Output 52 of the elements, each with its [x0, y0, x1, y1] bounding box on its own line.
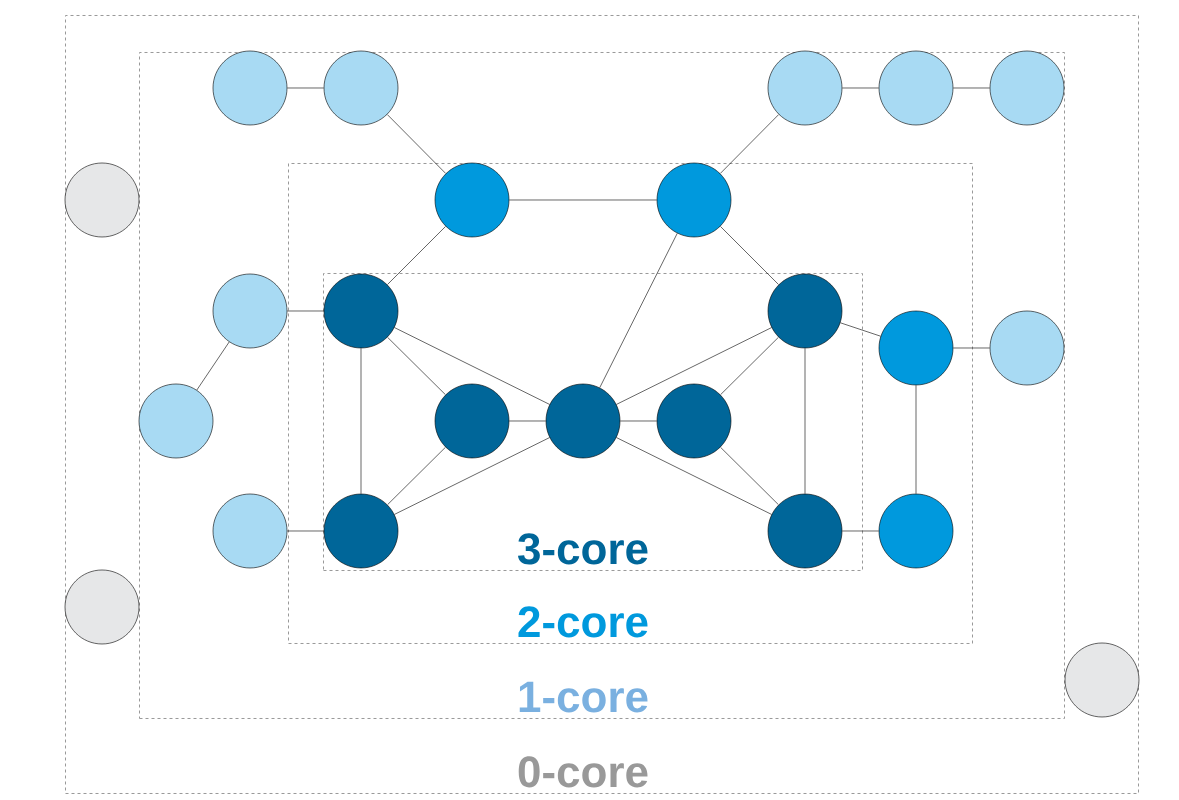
vertex-circle — [656, 383, 732, 459]
edge-line — [720, 336, 779, 396]
vertex-circle — [434, 383, 510, 459]
edge-line — [616, 327, 772, 405]
edge-line — [386, 114, 447, 174]
edge-line — [719, 114, 780, 174]
edge-line — [842, 530, 879, 532]
vertex-circle — [878, 50, 954, 126]
edge-line — [620, 420, 657, 422]
edge-line — [840, 322, 881, 337]
vertex-circle — [545, 383, 621, 459]
vertex-circle — [323, 493, 399, 569]
edge-line — [196, 341, 230, 391]
vertex-circle — [878, 310, 954, 386]
edge-line — [509, 199, 657, 201]
vertex-circle — [989, 310, 1065, 386]
edge-line — [509, 420, 546, 422]
vertex-circle — [212, 50, 288, 126]
vertex-circle — [878, 493, 954, 569]
edge-line — [360, 348, 362, 494]
vertex-circle — [767, 273, 843, 349]
vertex-circle — [138, 383, 214, 459]
vertex-circle — [323, 273, 399, 349]
edge-line — [720, 446, 779, 506]
edge-line — [842, 87, 879, 89]
vertex-circle — [212, 493, 288, 569]
edge-line — [599, 233, 678, 388]
edge-line — [387, 336, 446, 396]
vertex-circle — [1064, 642, 1140, 718]
vertex-circle — [767, 50, 843, 126]
edge-line — [387, 446, 446, 506]
edge-line — [387, 226, 446, 285]
edge-line — [394, 437, 550, 515]
edge-line — [804, 348, 806, 494]
vertex-circle — [989, 50, 1065, 126]
edge-line — [720, 226, 779, 285]
edge-line — [287, 530, 324, 532]
vertex-circle — [64, 569, 140, 645]
vertex-circle — [656, 162, 732, 238]
vertex-circle — [767, 493, 843, 569]
vertex-circle — [323, 50, 399, 126]
edge-line — [953, 87, 990, 89]
edge-line — [287, 87, 324, 89]
edge-line — [915, 385, 917, 494]
vertex-circle — [212, 273, 288, 349]
edge-line — [953, 347, 990, 349]
vertex-circle — [434, 162, 510, 238]
core-region: 3-core — [323, 273, 863, 571]
edge-line — [394, 327, 550, 405]
edge-line — [616, 437, 772, 515]
edge-line — [287, 310, 324, 312]
vertex-circle — [64, 162, 140, 238]
